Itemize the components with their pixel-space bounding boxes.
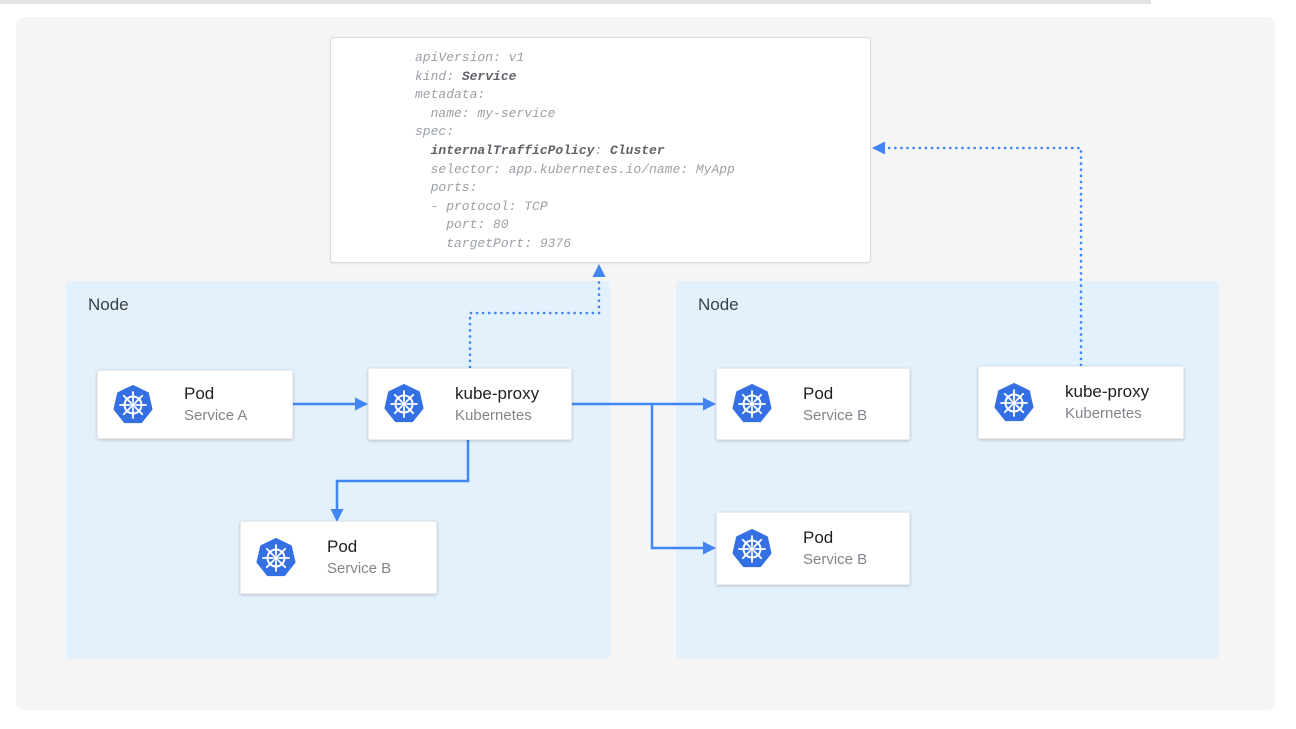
code-line: name: my-service (415, 105, 556, 121)
kube-proxy-card-right: kube-proxy Kubernetes (978, 366, 1184, 439)
code-line: apiVersion: v1 (415, 50, 525, 65)
card-subtitle: Service A (184, 407, 248, 424)
kubernetes-icon (256, 537, 296, 576)
card-subtitle: Service B (803, 551, 868, 568)
card-subtitle: Kubernetes (455, 406, 532, 424)
code-line: spec: (415, 124, 455, 140)
node-label: Node (698, 295, 739, 314)
card-title: Pod (327, 537, 358, 556)
card-title: Pod (803, 383, 834, 403)
card-subtitle: Service B (803, 406, 868, 424)
pod-service-b-card-top-right: Pod Service B (716, 368, 910, 440)
pod-service-a-card: Pod Service A (97, 370, 293, 439)
code-line: metadata: (415, 87, 486, 103)
code-line: internalTrafficPolicy: Cluster (430, 142, 665, 158)
pod-service-b-card-left: Pod Service B (240, 521, 437, 594)
code-line: kind: Service (415, 68, 517, 84)
node-label: Node (88, 295, 129, 314)
code-line: - protocol: TCP (415, 198, 548, 214)
kubernetes-icon (732, 528, 772, 567)
node-left: Node (66, 281, 610, 659)
node-right: Node (676, 281, 1219, 659)
code-line: selector: app.kubernetes.io/name: MyApp (415, 161, 735, 177)
card-title: kube-proxy (455, 383, 540, 403)
card-subtitle: Kubernetes (1065, 405, 1142, 422)
service-yaml-card: apiVersion: v1 kind: Service metadata: n… (330, 37, 871, 263)
card-title: kube-proxy (1065, 382, 1150, 401)
pod-service-b-card-bottom-right: Pod Service B (716, 512, 910, 585)
code-line: port: 80 (415, 217, 509, 233)
code-line: targetPort: 9376 (415, 235, 572, 251)
kubernetes-icon (732, 384, 772, 423)
kube-proxy-card-left: kube-proxy Kubernetes (368, 368, 572, 440)
yaml-code-block: apiVersion: v1 kind: Service metadata: n… (415, 49, 852, 254)
code-line: ports: (415, 180, 478, 196)
kubernetes-icon (384, 384, 424, 423)
card-subtitle: Service B (327, 560, 392, 577)
kubernetes-icon (113, 384, 153, 423)
top-divider (0, 0, 1151, 4)
kubernetes-icon (994, 382, 1034, 421)
card-title: Pod (184, 384, 215, 403)
card-title: Pod (803, 528, 834, 547)
